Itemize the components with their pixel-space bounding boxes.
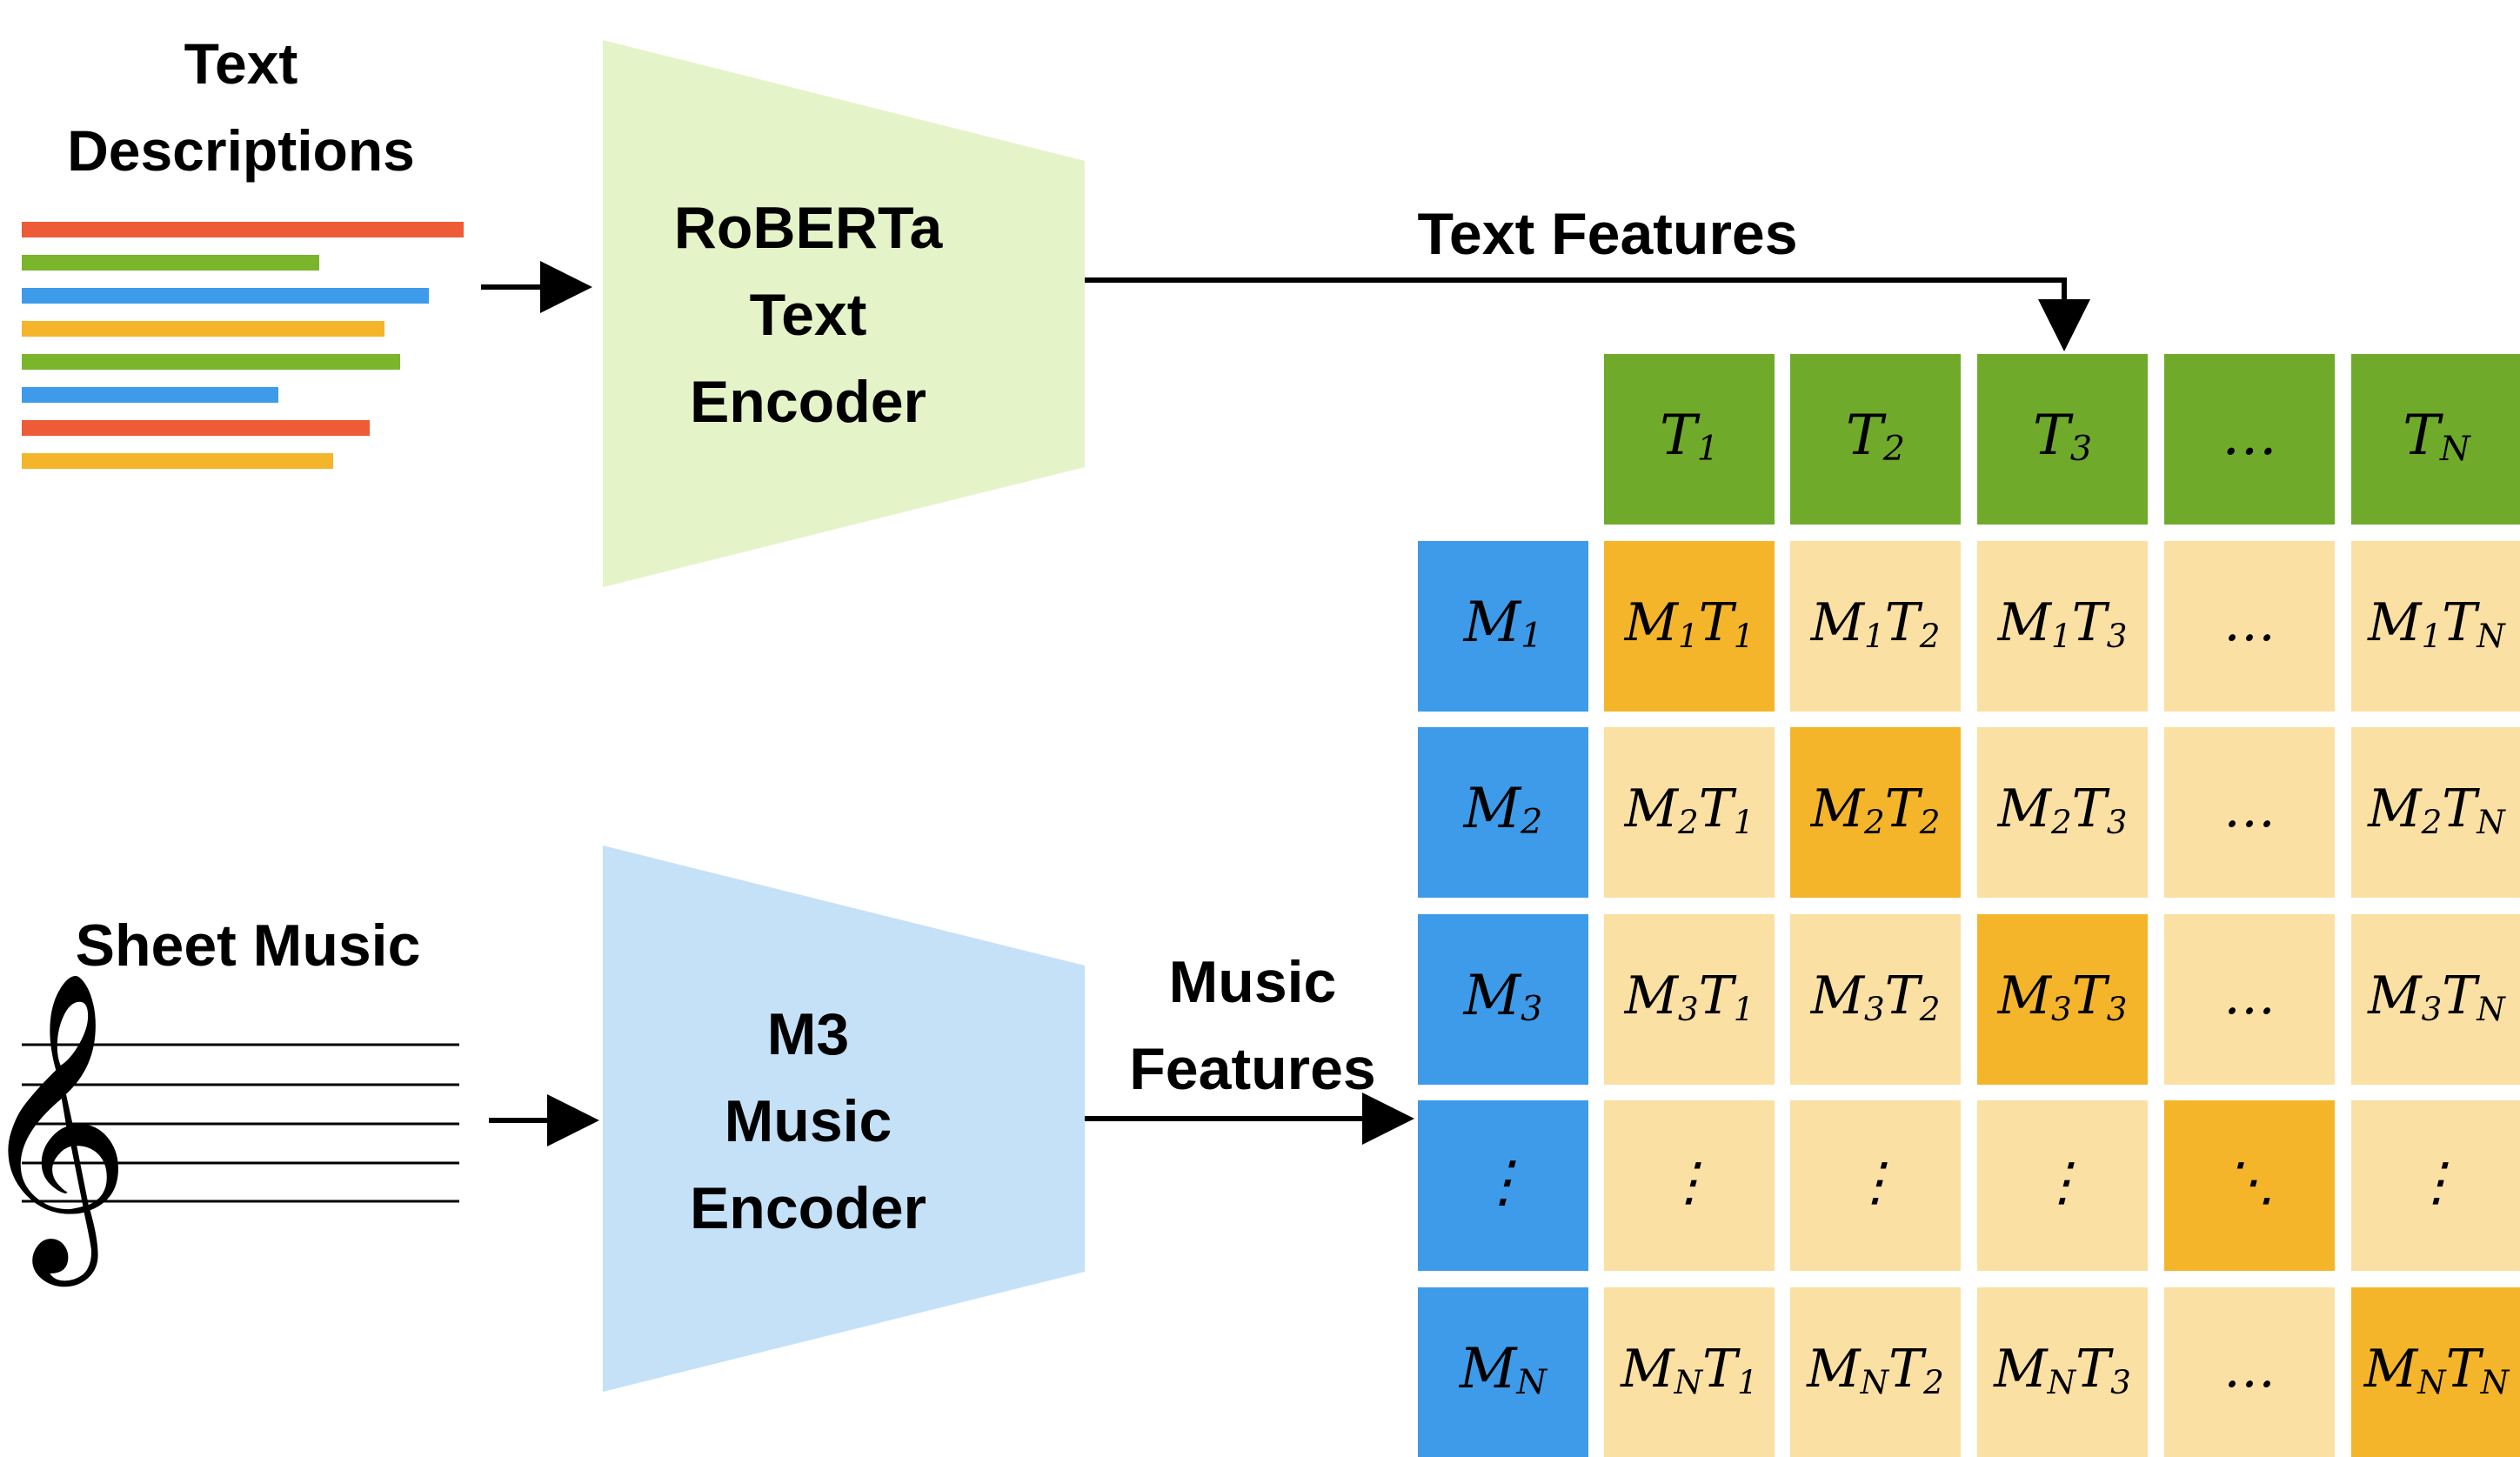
similarity-cell-label-2-5: M2TN	[2367, 779, 2506, 841]
similarity-cell-label-1-1: M1T1	[1624, 592, 1755, 655]
similarity-cell-label-1-3: M1T3	[1997, 592, 2128, 655]
similarity-cell-label-4-4: ⋱	[2223, 1152, 2276, 1213]
roberta-text-encoder-shape	[603, 40, 1085, 587]
similarity-cell-label-1-2: M1T2	[1810, 592, 1941, 655]
text-line-2	[22, 255, 319, 271]
similarity-cell-label-5-1: MNT1	[1620, 1339, 1758, 1401]
music-features-label-line2: Features	[1129, 1036, 1375, 1102]
similarity-cell-2-3	[1977, 727, 2148, 898]
similarity-cell-label-3-5: M3TN	[2367, 966, 2506, 1028]
similarity-cell-label-4-2: ⋮	[1849, 1152, 1902, 1213]
similarity-cell-4-3	[1977, 1100, 2148, 1271]
text-line-6	[22, 387, 278, 403]
text-feature-header-3	[1977, 354, 2148, 525]
similarity-cell-label-5-4: …	[2223, 1339, 2276, 1400]
similarity-cell-3-2	[1790, 914, 1961, 1085]
text-features-arrow	[1085, 277, 2090, 351]
similarity-cell-label-3-1: M3T1	[1624, 966, 1755, 1028]
music-encoder-label-line1: M3	[767, 1001, 849, 1067]
similarity-cell-label-1-5: M1TN	[2367, 592, 2506, 655]
similarity-cell-3-4	[2164, 914, 2335, 1085]
m3-music-encoder-shape	[603, 845, 1085, 1392]
sheet-music-title: Sheet Music	[76, 912, 421, 979]
text-feature-label-2: T2	[1846, 404, 1905, 470]
music-encoder-label-line3: Encoder	[690, 1175, 926, 1241]
text-feature-label-1: T1	[1660, 404, 1719, 470]
text-feature-label-4: …	[2222, 404, 2277, 468]
music-feature-header-1	[1418, 541, 1588, 712]
text-line-3	[22, 288, 429, 304]
text-descriptions-title-line2: Descriptions	[67, 118, 415, 183]
music-feature-header-2	[1418, 727, 1588, 898]
text-feature-header-4	[2164, 354, 2335, 525]
similarity-cell-2-1	[1604, 727, 1775, 898]
text-line-1	[22, 222, 464, 237]
music-feature-label-3: M3	[1463, 964, 1543, 1030]
text-line-8	[22, 453, 333, 469]
similarity-cell-label-2-4: …	[2223, 779, 2276, 839]
text-feature-header-1	[1604, 354, 1775, 525]
similarity-cell-1-5	[2351, 541, 2520, 712]
treble-clef-staff-icon: 𝄞	[0, 969, 459, 1288]
similarity-cell-1-3	[1977, 541, 2148, 712]
similarity-cell-5-4	[2164, 1287, 2335, 1457]
similarity-cell-label-3-4: …	[2223, 966, 2276, 1026]
text-lines-icon	[22, 222, 464, 469]
similarity-cell-label-2-2: M2T2	[1810, 779, 1941, 841]
similarity-cell-label-3-3: M3T3	[1997, 966, 2128, 1028]
similarity-cell-3-1	[1604, 914, 1775, 1085]
similarity-cell-1-1	[1604, 541, 1775, 712]
text-feature-label-5: TN	[2403, 404, 2471, 470]
text-line-4	[22, 321, 384, 337]
text-line-5	[22, 354, 400, 370]
similarity-cell-5-2	[1790, 1287, 1961, 1457]
similarity-cell-2-4	[2164, 727, 2335, 898]
music-features-label-line1: Music	[1169, 949, 1337, 1015]
music-feature-label-4: ⋮	[1475, 1150, 1531, 1214]
similarity-cell-4-4	[2164, 1100, 2335, 1271]
similarity-cell-label-4-1: ⋮	[1663, 1152, 1715, 1213]
similarity-cell-5-3	[1977, 1287, 2148, 1457]
similarity-cell-label-5-2: MNT2	[1806, 1339, 1944, 1401]
similarity-cell-label-2-1: M2T1	[1624, 779, 1755, 841]
similarity-cell-2-5	[2351, 727, 2520, 898]
text-feature-label-3: T3	[2033, 404, 2092, 470]
text-features-label: Text Features	[1417, 201, 1797, 267]
similarity-cell-label-2-3: M2T3	[1997, 779, 2128, 841]
music-feature-header-4	[1418, 1100, 1588, 1271]
music-feature-label-5: MN	[1459, 1337, 1548, 1403]
similarity-cell-4-2	[1790, 1100, 1961, 1271]
similarity-cell-label-1-4: …	[2223, 592, 2276, 653]
text-feature-header-5	[2351, 354, 2520, 525]
similarity-cell-label-5-5: MNTN	[2363, 1339, 2510, 1401]
similarity-cell-3-5	[2351, 914, 2520, 1085]
text-feature-header-2	[1790, 354, 1961, 525]
music-feature-header-5	[1418, 1287, 1588, 1457]
similarity-cell-4-5	[2351, 1100, 2520, 1271]
similarity-cell-2-2	[1790, 727, 1961, 898]
text-encoder-label-line2: Text	[750, 282, 867, 348]
svg-text:𝄞: 𝄞	[0, 969, 131, 1288]
text-descriptions-title-line1: Text	[184, 31, 298, 96]
similarity-cell-3-3	[1977, 914, 2148, 1085]
similarity-cell-label-4-5: ⋮	[2410, 1152, 2463, 1213]
similarity-cell-5-1	[1604, 1287, 1775, 1457]
text-line-7	[22, 420, 370, 436]
similarity-cell-label-4-3: ⋮	[2036, 1152, 2089, 1213]
music-feature-header-3	[1418, 914, 1588, 1085]
similarity-cell-1-2	[1790, 541, 1961, 712]
similarity-cell-5-5	[2351, 1287, 2520, 1457]
music-feature-label-1: M1	[1463, 591, 1543, 657]
text-encoder-label-line1: RoBERTa	[674, 195, 944, 261]
text-encoder-label-line3: Encoder	[690, 369, 926, 435]
music-encoder-label-line2: Music	[725, 1088, 892, 1154]
similarity-cell-label-3-2: M3T2	[1810, 966, 1941, 1028]
similarity-cell-4-1	[1604, 1100, 1775, 1271]
similarity-cell-label-5-3: MNT3	[1993, 1339, 2131, 1401]
music-feature-label-2: M2	[1463, 777, 1543, 843]
similarity-cell-1-4	[2164, 541, 2335, 712]
